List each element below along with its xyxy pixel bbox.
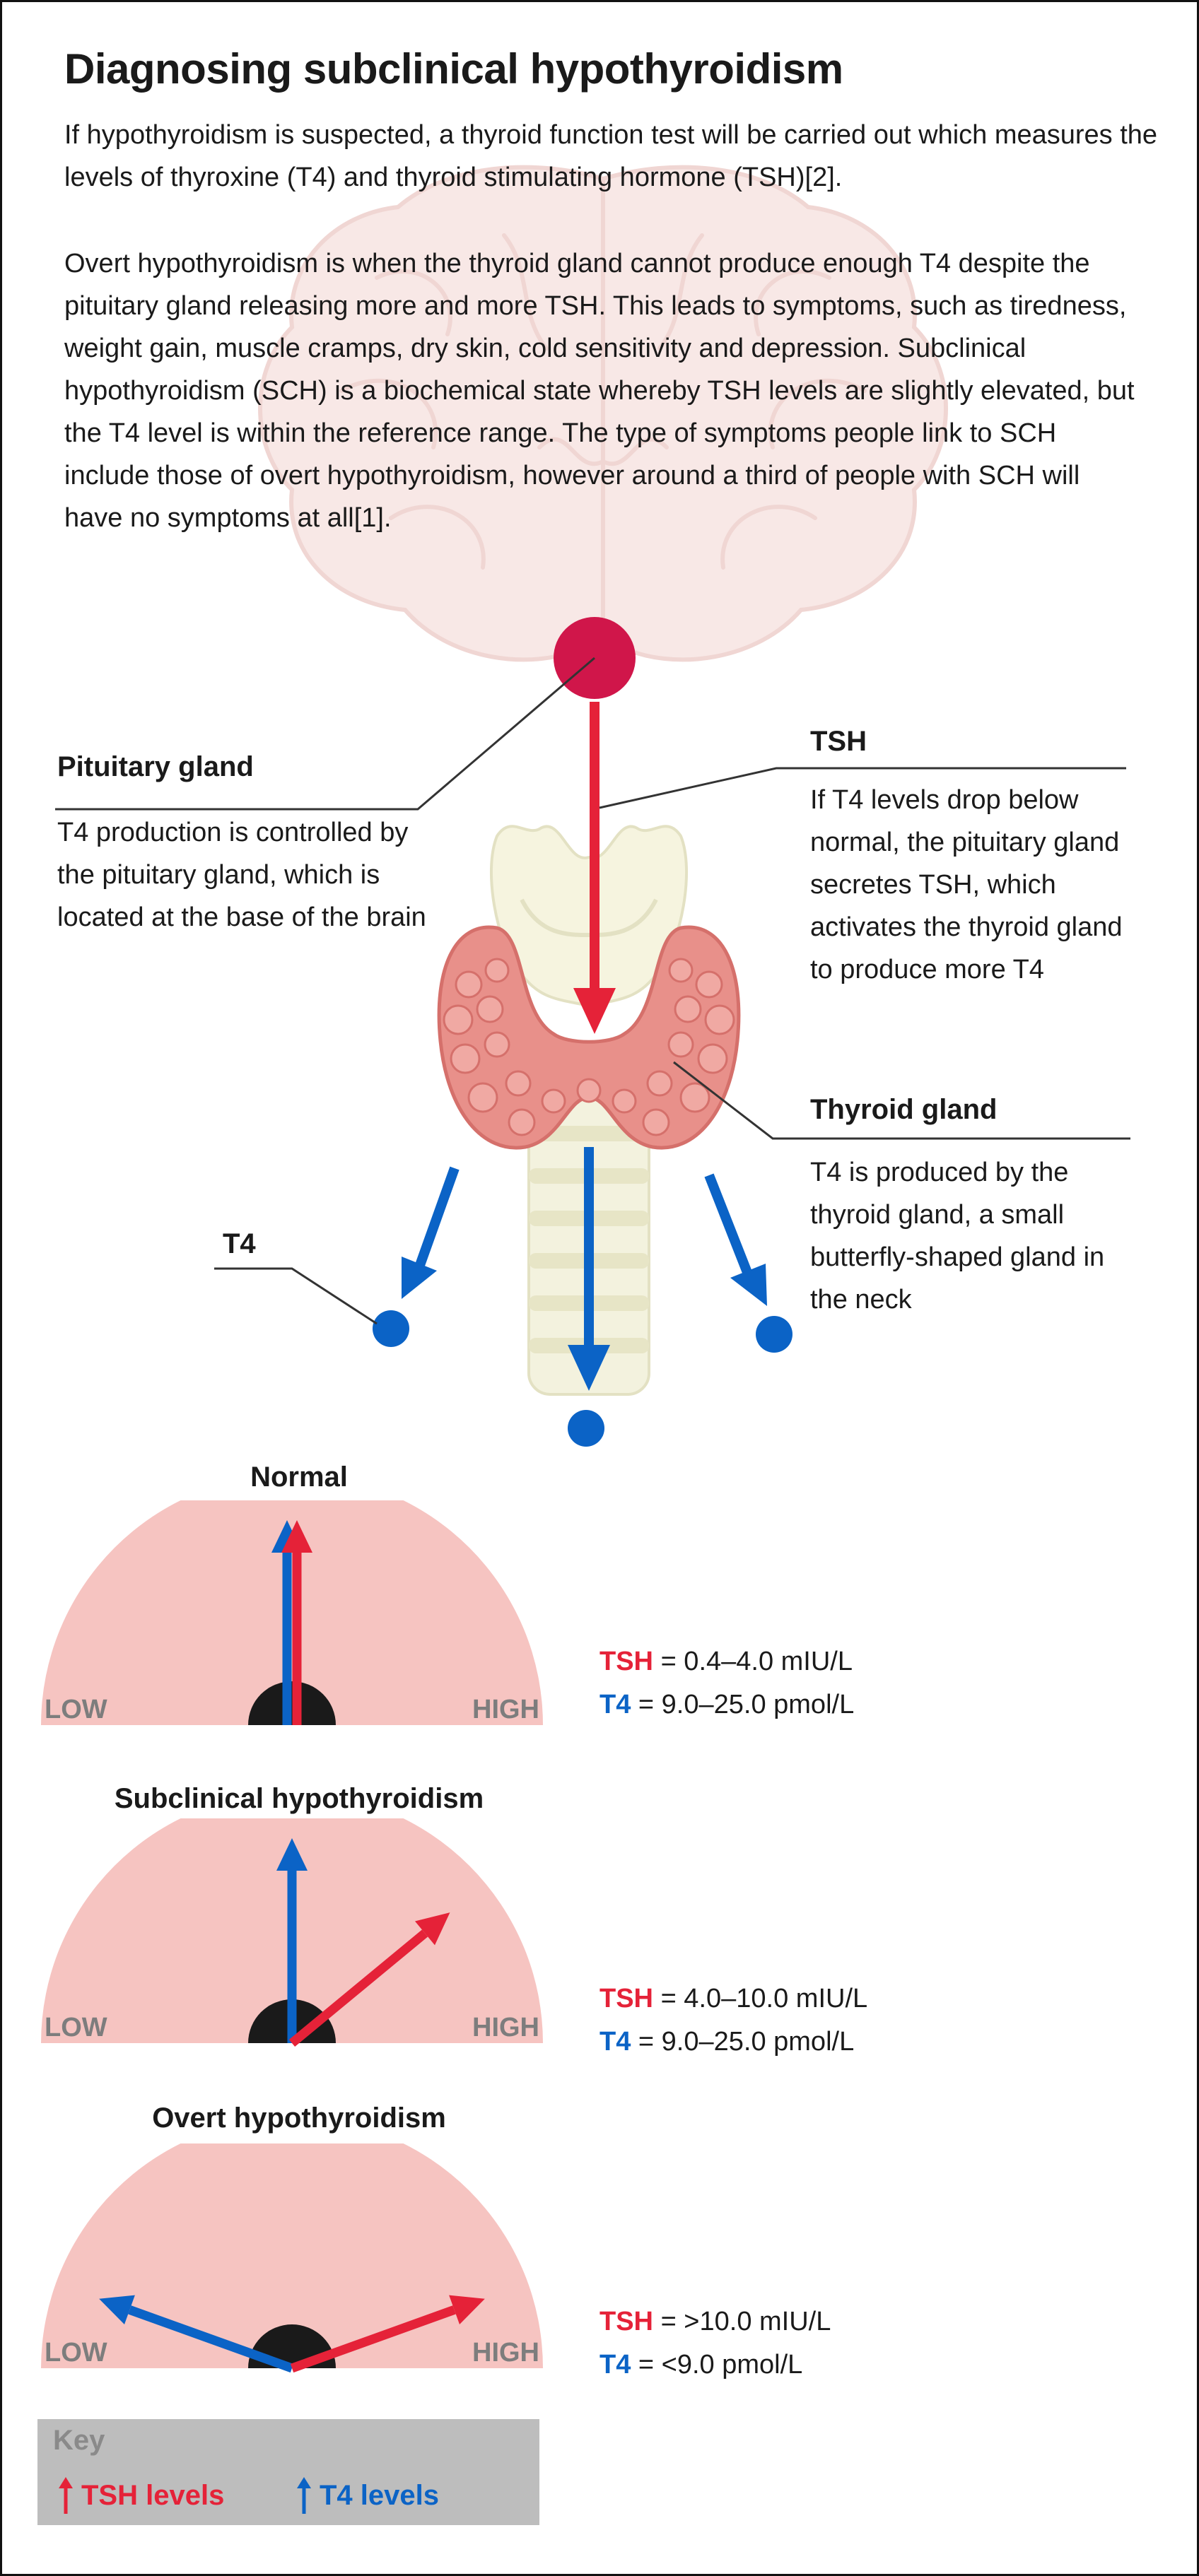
- tsh-key: TSH: [600, 1647, 653, 1676]
- t4-heading: T4: [223, 1228, 256, 1259]
- blue-arrow-up-icon: [297, 2477, 311, 2514]
- reading-normal: TSH = 0.4–4.0 mIU/L T4 = 9.0–25.0 pmol/L: [600, 1640, 854, 1727]
- tsh-range: = 4.0–10.0 mIU/L: [660, 1984, 868, 2013]
- intro-paragraph: If hypothyroidism is suspected, a thyroi…: [64, 120, 1158, 193]
- t4-arrows-icon: [373, 1147, 792, 1447]
- key-item-t4: T4 levels: [296, 2476, 439, 2515]
- gauge-low-label: LOW: [45, 2338, 107, 2368]
- t4-range: = 9.0–25.0 pmol/L: [638, 2026, 855, 2057]
- tsh-range: = >10.0 mIU/L: [660, 2307, 831, 2336]
- tsh-needle-icon: [288, 1912, 450, 2047]
- gauge-high-label: HIGH: [472, 2013, 539, 2042]
- t4-label: T4: [223, 1228, 256, 1260]
- gauge-dial: [41, 2143, 543, 2368]
- gauge-normal: LOW HIGH: [41, 1500, 543, 1725]
- tsh-needle-icon: [290, 2295, 485, 2373]
- tsh-heading: TSH: [810, 726, 867, 757]
- t4-key: T4: [600, 2026, 631, 2057]
- gauge-high-label: HIGH: [472, 2338, 539, 2368]
- thyroid-label: Thyroid gland T4 is produced by the thyr…: [810, 1094, 1142, 1321]
- thyroid-diagram: [55, 617, 1130, 1447]
- gauge-title-subclinical: Subclinical hypothyroidism: [114, 1783, 484, 1814]
- red-arrow-up-icon: [59, 2477, 73, 2514]
- t4-key: T4: [600, 1689, 631, 1719]
- gauge-low-label: LOW: [45, 2013, 107, 2042]
- thyroid-body: T4 is produced by the thyroid gland, a s…: [810, 1158, 1105, 1315]
- t4-needle-icon: [276, 1838, 308, 2043]
- tsh-range: = 0.4–4.0 mIU/L: [660, 1647, 853, 1676]
- tsh-label: TSH If T4 levels drop below normal, the …: [810, 726, 1142, 991]
- t4-range: = <9.0 pmol/L: [638, 2349, 803, 2380]
- gauge-subclinical: LOW HIGH: [41, 1818, 543, 2047]
- leader-lines: [55, 657, 1130, 1325]
- t4-needle-icon: [99, 2295, 294, 2373]
- tsh-key: TSH: [600, 1984, 653, 2013]
- gauge-low-label: LOW: [45, 1695, 107, 1724]
- t4-range: = 9.0–25.0 pmol/L: [638, 1689, 855, 1719]
- tsh-needle-icon: [281, 1520, 312, 1725]
- gauge-dial: [41, 1500, 543, 1725]
- tsh-arrow-icon: [573, 702, 616, 1034]
- key-tsh-label: TSH levels: [81, 2479, 225, 2511]
- tsh-body: If T4 levels drop below normal, the pitu…: [810, 785, 1123, 985]
- reading-overt: TSH = >10.0 mIU/L T4 = <9.0 pmol/L: [600, 2300, 831, 2387]
- key-title: Key: [53, 2425, 105, 2456]
- gauge-title-overt: Overt hypothyroidism: [152, 2102, 446, 2134]
- key-t4-label: T4 levels: [320, 2479, 440, 2511]
- gauge-overt: LOW HIGH: [41, 2143, 543, 2373]
- page-title: Diagnosing subclinical hypothyroidism: [64, 45, 843, 93]
- thyroid-texture: [443, 958, 735, 1136]
- key-box: Key TSH levels T4 levels: [37, 2419, 539, 2525]
- gauge-title-normal: Normal: [250, 1462, 348, 1493]
- gauge-high-label: HIGH: [472, 1695, 539, 1724]
- thyroid-heading: Thyroid gland: [810, 1094, 998, 1125]
- overt-hypothyroidism-paragraph: Overt hypothyroidism is when the thyroid…: [64, 249, 1135, 534]
- t4-key: T4: [600, 2349, 631, 2380]
- pituitary-label: Pituitary gland T4 production is control…: [57, 751, 439, 939]
- reading-subclinical: TSH = 4.0–10.0 mIU/L T4 = 9.0–25.0 pmol/…: [600, 1977, 867, 2064]
- gauge-hub: [248, 1681, 336, 1725]
- key-item-tsh: TSH levels: [57, 2476, 224, 2515]
- tsh-key: TSH: [600, 2307, 653, 2336]
- pituitary-heading: Pituitary gland: [57, 751, 254, 782]
- brain-background-icon: [258, 165, 948, 662]
- pituitary-body: T4 production is controlled by the pitui…: [57, 818, 426, 933]
